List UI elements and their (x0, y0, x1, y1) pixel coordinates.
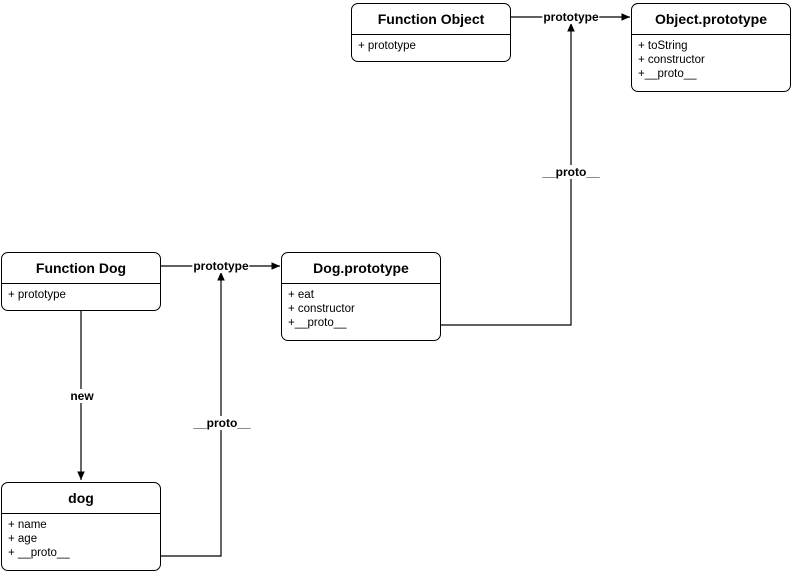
member: + constructor (288, 303, 355, 315)
object-prototype-title: Object.prototype (632, 4, 790, 35)
function-dog-node[interactable]: Function Dog + prototype (1, 252, 161, 311)
edge-label-function-dog-prototype: prototype (192, 259, 250, 273)
dog-title: dog (2, 483, 160, 514)
member: +__proto__ (638, 68, 697, 80)
member: + prototype (8, 289, 66, 301)
object-prototype-node[interactable]: Object.prototype + toString + constructo… (631, 3, 791, 92)
member: + prototype (358, 40, 416, 52)
edge-dog-proto (161, 272, 225, 557)
function-object-members: + prototype (352, 35, 510, 53)
function-object-node[interactable]: Function Object + prototype (351, 3, 511, 62)
member: + __proto__ (8, 547, 70, 559)
member: + constructor (638, 54, 705, 66)
edge-label-function-object-prototype: prototype (542, 10, 600, 24)
member: + name (8, 519, 47, 531)
function-dog-members: + prototype (2, 284, 160, 302)
function-dog-title: Function Dog (2, 253, 160, 284)
member: + eat (288, 289, 314, 301)
dog-members: + name + age + __proto__ (2, 514, 160, 560)
member: +__proto__ (288, 317, 347, 329)
dog-prototype-title: Dog.prototype (282, 253, 440, 284)
edge-label-function-dog-new: new (69, 389, 95, 403)
member: + age (8, 533, 38, 545)
function-object-title: Function Object (352, 4, 510, 35)
edge-label-dog-prototype-proto: __proto__ (541, 165, 601, 179)
object-prototype-members: + toString + constructor +__proto__ (632, 35, 790, 81)
dog-node[interactable]: dog + name + age + __proto__ (1, 482, 161, 571)
dog-prototype-node[interactable]: Dog.prototype + eat + constructor +__pro… (281, 252, 441, 341)
dog-prototype-members: + eat + constructor +__proto__ (282, 284, 440, 330)
member: + toString (638, 40, 688, 52)
edge-label-dog-proto: __proto__ (192, 416, 252, 430)
edge-dog-prototype-proto (440, 23, 575, 326)
